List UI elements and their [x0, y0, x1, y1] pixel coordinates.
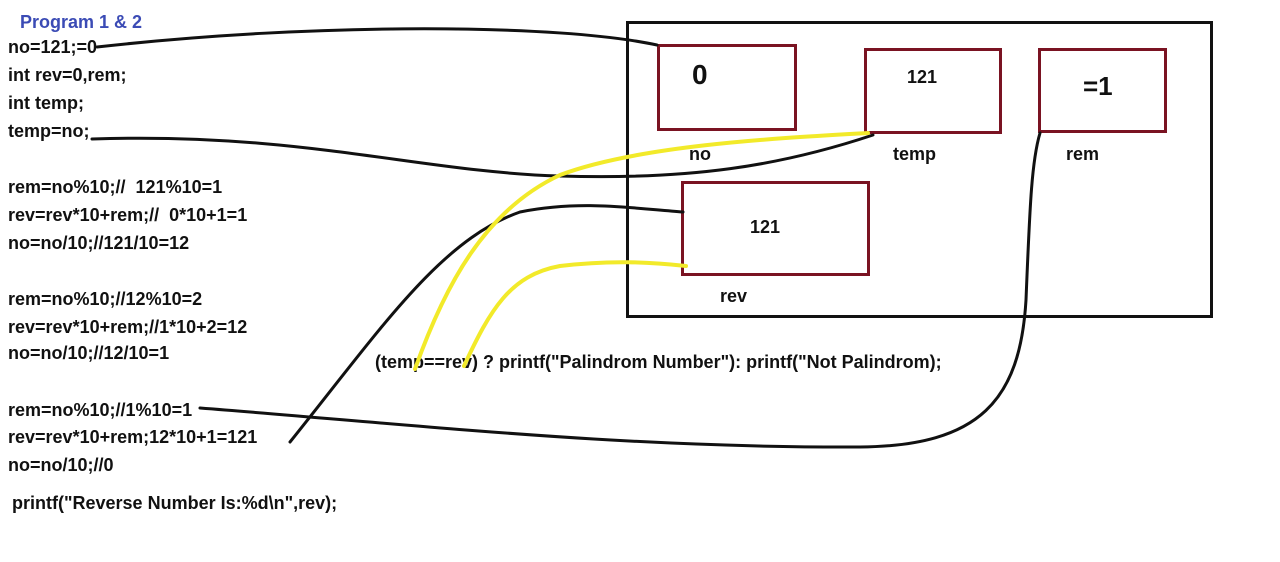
code-decl-line-2: int rev=0,rem; — [8, 65, 127, 85]
code-decl-line-4: temp=no; — [8, 121, 90, 141]
arrow-no-to-box-no — [95, 27, 659, 49]
memory-label-rem: rem — [1066, 144, 1100, 164]
code-printf-line: printf("Reverse Number Is:%d\n",rev); — [12, 493, 338, 513]
arrow-rev-to-box-rev — [288, 204, 685, 444]
code-decl-line-3: int temp; — [8, 93, 84, 113]
diagram-title: Program 1 & 2 — [20, 12, 143, 32]
code-decl-line-1: no=121;=0 — [8, 37, 98, 57]
memory-box-temp: 121 — [864, 48, 1002, 134]
memory-value-temp: 121 — [907, 67, 938, 87]
memory-value-no: 0 — [692, 59, 708, 90]
code-iter1-line-3: no=no/10;//121/10=12 — [8, 233, 190, 253]
memory-label-no: no — [689, 144, 711, 164]
memory-box-rev: 121 — [681, 181, 870, 276]
memory-box-rem: =1 — [1038, 48, 1167, 133]
memory-label-rev: rev — [720, 286, 748, 306]
code-iter2-line-2: rev=rev*10+rem;//1*10+2=12 — [8, 317, 248, 337]
ternary-expression: (temp==rev) ? printf("Palindrom Number")… — [375, 352, 942, 372]
code-iter2-line-3: no=no/10;//12/10=1 — [8, 343, 170, 363]
memory-value-rem: =1 — [1083, 71, 1113, 101]
code-iter1-line-1: rem=no%10;// 121%10=1 — [8, 177, 223, 197]
memory-box-no: 0 — [657, 44, 797, 131]
code-iter3-line-1: rem=no%10;//1%10=1 — [8, 400, 193, 420]
memory-label-temp: temp — [893, 144, 937, 164]
code-iter1-line-2: rev=rev*10+rem;// 0*10+1=1 — [8, 205, 248, 225]
code-iter2-line-1: rem=no%10;//12%10=2 — [8, 289, 203, 309]
memory-value-rev: 121 — [750, 217, 781, 237]
code-iter3-line-2: rev=rev*10+rem;12*10+1=121 — [8, 427, 258, 447]
code-iter3-line-3: no=no/10;//0 — [8, 455, 114, 475]
